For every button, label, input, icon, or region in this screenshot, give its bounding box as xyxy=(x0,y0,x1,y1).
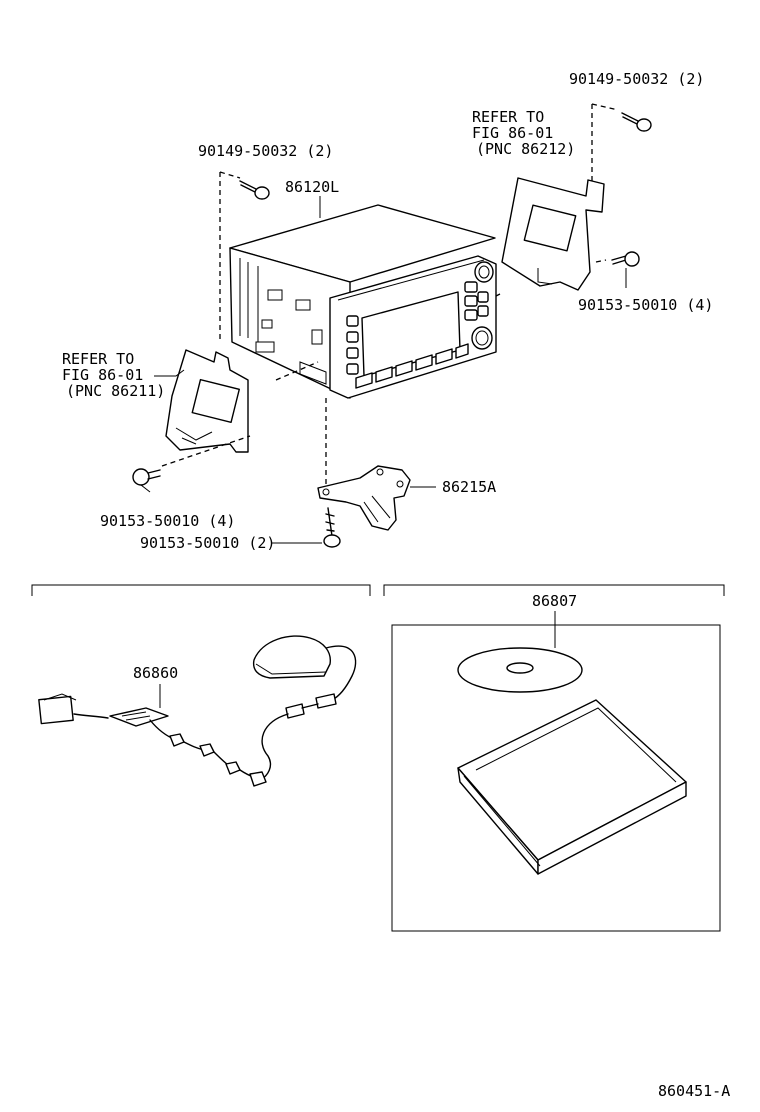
screw-bottom-icon xyxy=(323,507,341,548)
label-disc-manual: 86807 xyxy=(532,592,577,610)
manual-book-icon xyxy=(457,699,687,875)
label-refer-right-1: REFER TO xyxy=(472,108,544,126)
label-refer-left-1: REFER TO xyxy=(62,350,134,368)
label-screw-bottom: 90153-50010 (2) xyxy=(140,534,275,552)
gps-antenna-86860 xyxy=(38,635,357,787)
section-divider-left xyxy=(31,584,371,596)
assembly-lines xyxy=(161,103,619,488)
label-head-unit: 86120L xyxy=(285,178,339,196)
bracket-left-86211 xyxy=(165,349,249,453)
head-unit-86120l xyxy=(229,204,497,399)
label-refer-left-2: FIG 86-01 xyxy=(62,366,143,384)
bracket-right-86212 xyxy=(501,177,605,291)
bolt-top-right-icon xyxy=(621,112,652,132)
map-disc-icon xyxy=(457,647,583,693)
label-screw-left: 90153-50010 (4) xyxy=(100,512,235,530)
label-screw-right: 90153-50010 (4) xyxy=(578,296,713,314)
screw-left-icon xyxy=(132,468,161,486)
label-figure-code: 860451-A xyxy=(658,1082,730,1100)
label-bolt-top-left: 90149-50032 (2) xyxy=(198,142,333,160)
bolt-top-left-icon xyxy=(239,180,270,200)
screw-right-icon xyxy=(611,251,640,267)
section-divider-right xyxy=(383,584,725,596)
label-refer-right-3: (PNC 86212) xyxy=(476,140,575,158)
bracket-lower-86215a xyxy=(317,465,411,531)
label-refer-right-2: FIG 86-01 xyxy=(472,124,553,142)
label-refer-left-3: (PNC 86211) xyxy=(66,382,165,400)
label-antenna: 86860 xyxy=(133,664,178,682)
label-bracket-lower: 86215A xyxy=(442,478,496,496)
disc-manual-box xyxy=(391,624,721,932)
label-bolt-top-right: 90149-50032 (2) xyxy=(569,70,704,88)
